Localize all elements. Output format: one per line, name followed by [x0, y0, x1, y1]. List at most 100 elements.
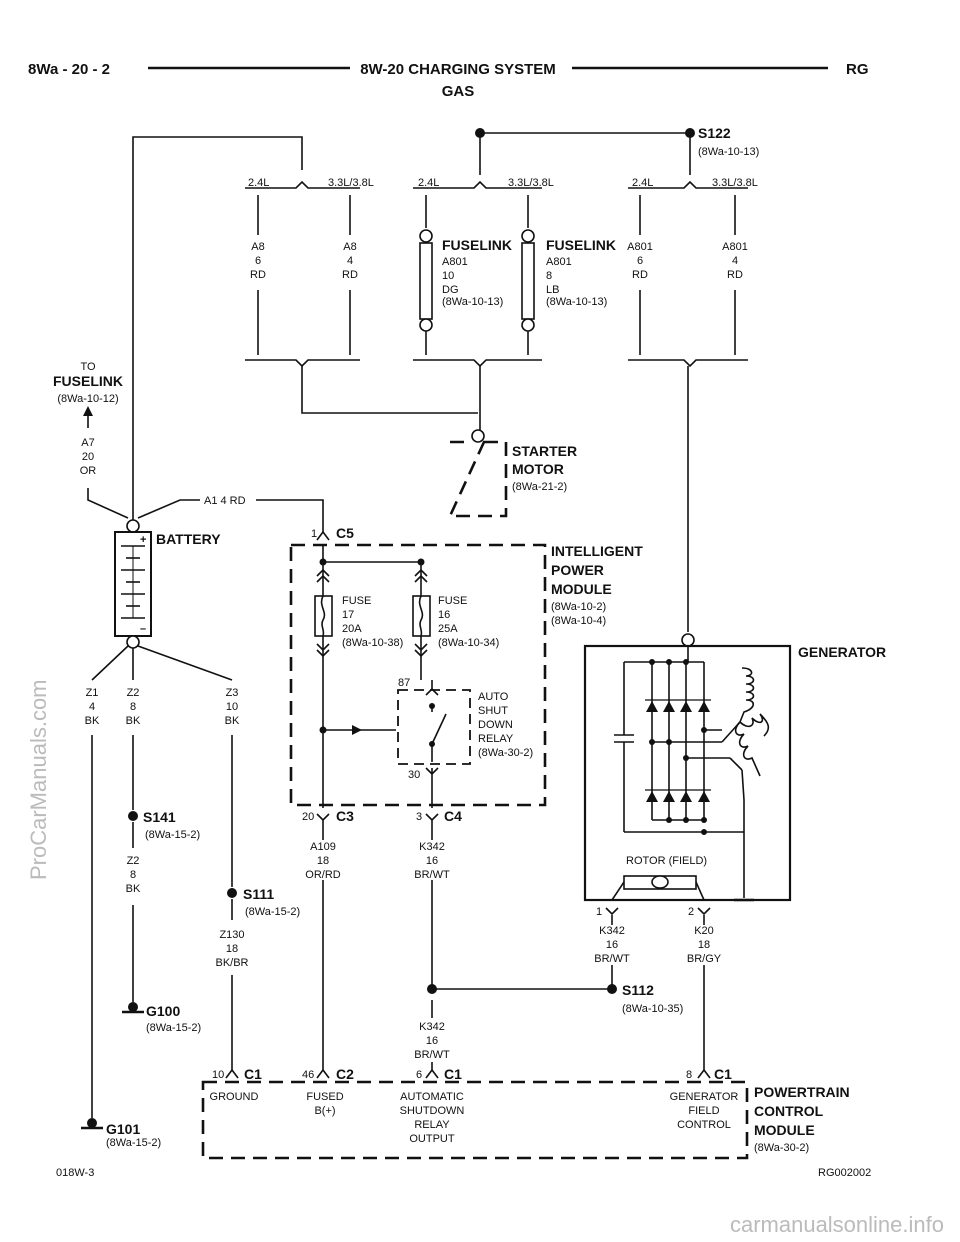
svg-text:A801: A801 [627, 241, 653, 253]
svg-text:BR/WT: BR/WT [594, 953, 630, 965]
pcm-box [201, 1080, 749, 1160]
engine-label-33-c: 3.3L/3.8L [712, 177, 758, 189]
gen-connector-1-pin: 1 [596, 906, 602, 918]
svg-text:A8: A8 [251, 241, 264, 253]
svg-text:K342: K342 [419, 1021, 445, 1033]
svg-text:A7: A7 [81, 437, 94, 449]
rotor-field-icon [611, 875, 705, 901]
splice-s112-label: S112 [622, 982, 654, 998]
splice-s122-left-dot [475, 128, 485, 138]
svg-text:OR: OR [80, 465, 97, 477]
ground-g100-label: G100 [146, 1003, 180, 1019]
svg-text:BK: BK [126, 883, 141, 895]
svg-text:DG: DG [442, 284, 459, 296]
svg-text:K342: K342 [599, 925, 625, 937]
svg-text:Z2: Z2 [127, 687, 140, 699]
generator-terminal [681, 633, 695, 647]
page-title: 8W-20 CHARGING SYSTEM [360, 61, 556, 78]
fuse16-bottom-connector-icon [414, 643, 428, 658]
svg-text:16: 16 [438, 609, 450, 621]
svg-text:8: 8 [130, 869, 136, 881]
asd-relay-box [397, 689, 471, 765]
connector-c4-pin: 3 [416, 811, 422, 823]
battery-label: BATTERY [156, 531, 221, 547]
wire-a8-4-label: A8 4 RD [342, 241, 358, 281]
svg-text:RD: RD [342, 269, 358, 281]
svg-text:STARTER: STARTER [512, 443, 577, 459]
engine-label-24-b: 2.4L [418, 177, 439, 189]
svg-text:BK/BR: BK/BR [215, 957, 248, 969]
wire-k20-label: K20 18 BR/GY [687, 925, 722, 965]
relay-pin-30: 30 [408, 769, 420, 781]
pcm-connector-c1-asd-icon [425, 1068, 439, 1079]
svg-text:A801: A801 [442, 256, 468, 268]
pcm-pin-generator-field: GENERATOR FIELD CONTROL [670, 1091, 739, 1131]
connector-c5-icon [316, 530, 330, 541]
svg-text:Z3: Z3 [226, 687, 239, 699]
pcm-c2-pin-46: 46 [302, 1069, 314, 1081]
fuse17-label: FUSE 17 20A (8Wa-10-38) [342, 595, 403, 649]
svg-text:POWERTRAIN: POWERTRAIN [754, 1084, 850, 1100]
wire-a801-4-label: A801 4 RD [722, 241, 748, 281]
splice-s122-label: S122 [698, 125, 731, 141]
svg-text:CONTROL: CONTROL [677, 1119, 731, 1131]
svg-text:FUSE: FUSE [438, 595, 467, 607]
svg-text:4: 4 [732, 255, 738, 267]
svg-text:17: 17 [342, 609, 354, 621]
svg-text:16: 16 [426, 855, 438, 867]
fuse16-top-connector-icon [414, 568, 428, 583]
starter-motor-box [447, 440, 508, 518]
svg-text:20A: 20A [342, 623, 362, 635]
svg-text:(8Wa-10-4): (8Wa-10-4) [551, 615, 606, 627]
svg-text:BK: BK [85, 715, 100, 727]
splice-s111-dot [227, 888, 237, 898]
svg-text:AUTO: AUTO [478, 691, 509, 703]
svg-text:B(+): B(+) [314, 1105, 335, 1117]
wire-z3-label: Z3 10 BK [225, 687, 240, 727]
fuselink-label-1: FUSELINK [442, 237, 512, 253]
wire-z2-label-a: Z2 8 BK [126, 687, 141, 727]
svg-text:CONTROL: CONTROL [754, 1103, 824, 1119]
svg-text:(8Wa-10-38): (8Wa-10-38) [342, 637, 403, 649]
ground-g101-ref: (8Wa-15-2) [106, 1137, 161, 1149]
pcm-connector-c1-ground-icon [225, 1068, 239, 1079]
svg-text:(8Wa-30-2): (8Wa-30-2) [754, 1142, 809, 1154]
svg-text:POWER: POWER [551, 562, 604, 578]
pcm-connector-c1-field-icon [697, 1068, 711, 1079]
svg-text:A801: A801 [722, 241, 748, 253]
svg-text:(8Wa-10-13): (8Wa-10-13) [546, 296, 607, 308]
pcm-c1-label-b: C1 [444, 1066, 462, 1082]
svg-text:RD: RD [250, 269, 266, 281]
svg-text:RD: RD [632, 269, 648, 281]
relay-30-connector-icon [425, 767, 439, 776]
page-number: 8Wa - 20 - 2 [28, 61, 110, 78]
svg-text:OR/RD: OR/RD [305, 869, 341, 881]
svg-text:RD: RD [727, 269, 743, 281]
svg-text:TO: TO [80, 361, 96, 373]
splice-s141-dot [128, 811, 138, 821]
svg-text:4: 4 [347, 255, 353, 267]
figure-code: RG002002 [818, 1167, 871, 1179]
svg-text:10: 10 [226, 701, 238, 713]
connector-c3-pin: 20 [302, 811, 314, 823]
svg-text:A8: A8 [343, 241, 356, 253]
svg-text:FUSELINK: FUSELINK [53, 373, 123, 389]
svg-text:K20: K20 [694, 925, 714, 937]
svg-text:OUTPUT: OUTPUT [409, 1133, 455, 1145]
connector-c5-label: C5 [336, 525, 354, 541]
pcm-c1-label-c: C1 [714, 1066, 732, 1082]
svg-text:18: 18 [698, 939, 710, 951]
svg-text:16: 16 [606, 939, 618, 951]
svg-text:DOWN: DOWN [478, 719, 513, 731]
section-code: RG [846, 61, 869, 78]
ground-g101-icon [81, 1118, 103, 1130]
wire-a8-6-label: A8 6 RD [250, 241, 266, 281]
pcm-pin-asd-output: AUTOMATIC SHUTDOWN RELAY OUTPUT [400, 1091, 465, 1145]
svg-text:MOTOR: MOTOR [512, 461, 564, 477]
svg-text:RELAY: RELAY [414, 1119, 450, 1131]
gen-connector-2-pin: 2 [688, 906, 694, 918]
watermark-bottom: carmanualsonline.info [730, 1212, 944, 1237]
svg-text:BR/WT: BR/WT [414, 1049, 450, 1061]
pcm-c1-pin-8: 8 [686, 1069, 692, 1081]
